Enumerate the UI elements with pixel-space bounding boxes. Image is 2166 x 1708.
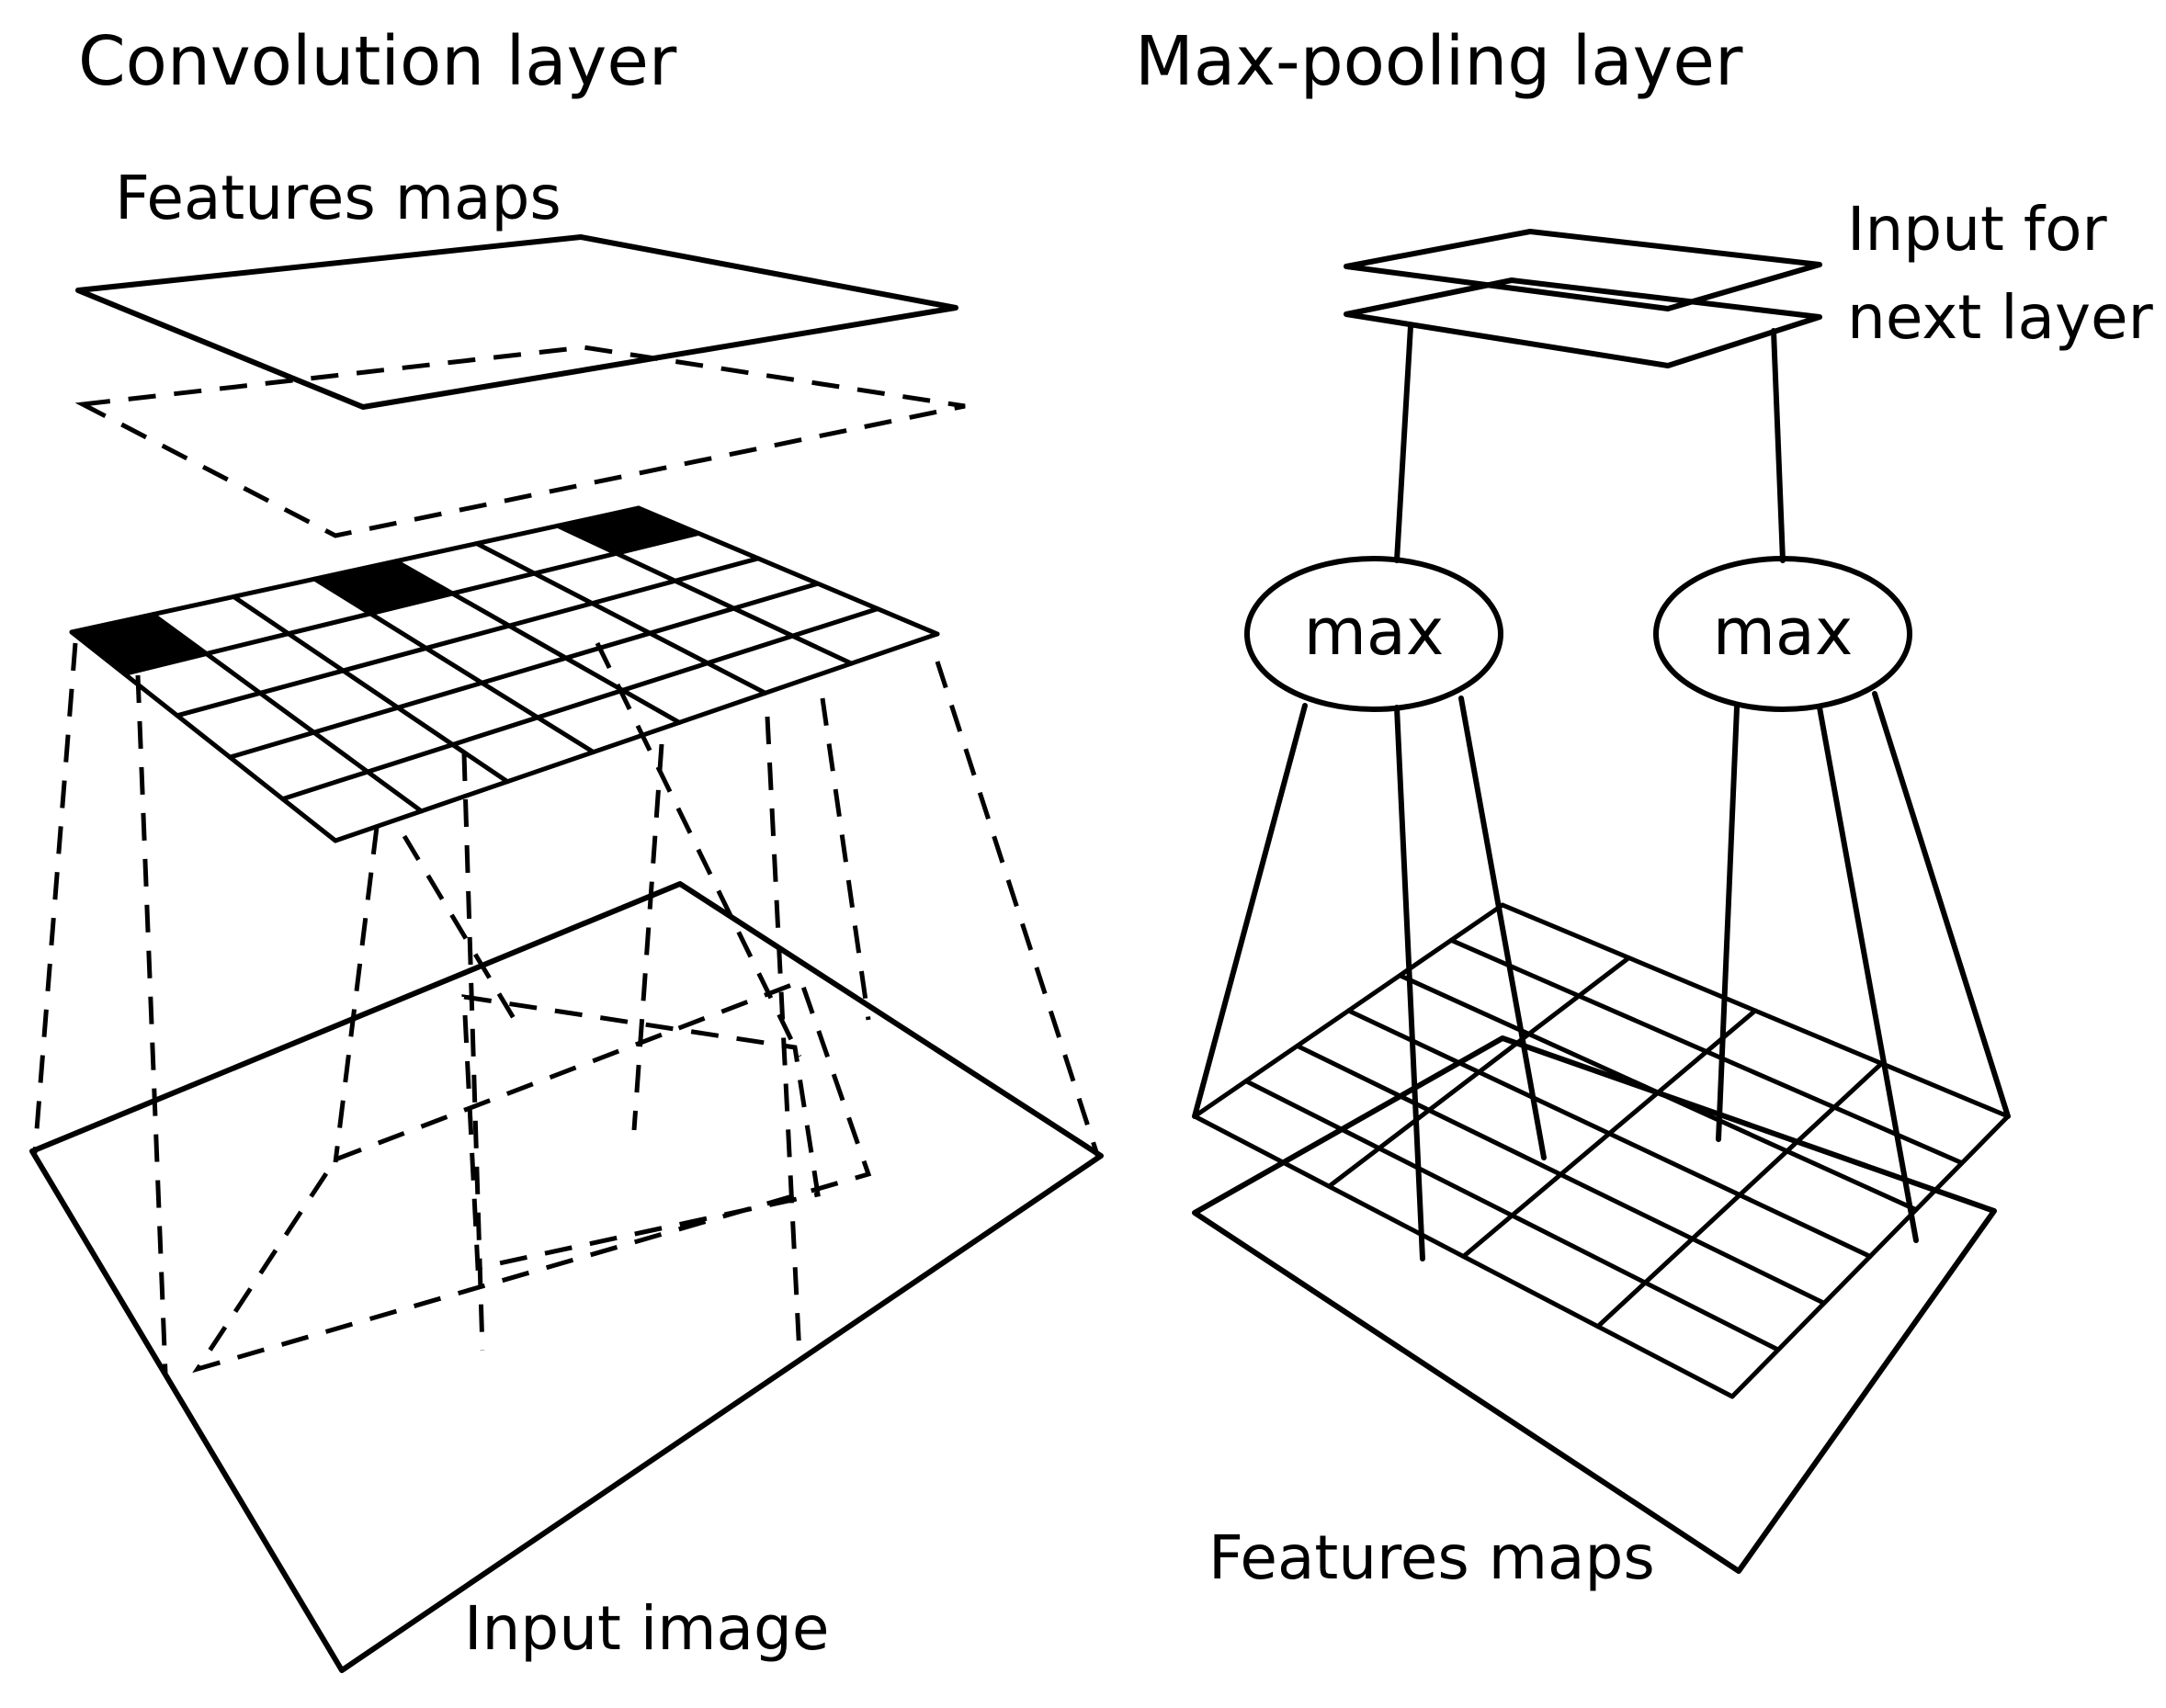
- pooling-connector: [1192, 703, 1308, 1119]
- feature-map-plane-dashed: [74, 345, 966, 538]
- input-image-label: Input image: [464, 1593, 829, 1664]
- convolution-title: Convolution layer: [78, 22, 677, 101]
- projection-line: [631, 743, 664, 1131]
- max-output-connector-left: [1394, 323, 1413, 563]
- grid-line: [636, 505, 940, 637]
- projection-line: [935, 661, 1101, 1159]
- grid-line: [474, 541, 768, 696]
- grid-line: [333, 631, 940, 843]
- feature-grid-filled-cell: [557, 508, 698, 554]
- feature-grid-lines: [69, 505, 940, 843]
- projection-line: [765, 716, 802, 1356]
- next-layer-label-line2: next layer: [1847, 282, 2154, 353]
- grid-line: [1729, 1114, 2011, 1399]
- max-node-right-label: max: [1713, 594, 1854, 670]
- maxpool-title: Max-pooling layer: [1135, 22, 1743, 101]
- projection-line: [461, 752, 485, 1352]
- pooling-connector: [1716, 705, 1740, 1142]
- next-layer-plane-top: [1344, 229, 1822, 311]
- grid-line: [69, 629, 338, 843]
- grid-line: [231, 594, 510, 785]
- input-image-plane: [29, 881, 1104, 1673]
- next-layer-plane-bottom: [1344, 277, 1822, 368]
- pooling-connections: [1192, 691, 2011, 1261]
- feature-grid-filled-cell: [314, 560, 453, 614]
- pooling-connector: [1872, 691, 2011, 1119]
- feature-grid: [69, 505, 940, 843]
- maxpool-panel: Max-pooling layer Input for next layer F…: [1135, 22, 2154, 1593]
- feature-map-plane: [75, 234, 958, 410]
- max-node-left: max: [1244, 556, 1503, 712]
- convolution-features-maps-label: Features maps: [115, 163, 561, 233]
- grid-line: [280, 606, 880, 802]
- pooling-connector: [1817, 705, 1919, 1243]
- grid-line: [1326, 956, 1631, 1189]
- grid-line: [312, 576, 596, 755]
- projection-line: [333, 826, 380, 1163]
- grid-line: [175, 556, 761, 718]
- projection-line: [135, 674, 168, 1374]
- grid-line: [393, 559, 682, 725]
- grid-line: [227, 581, 821, 760]
- projection-lines: [32, 641, 1101, 1374]
- projection-line: [820, 697, 871, 1021]
- projection-line: [32, 642, 78, 1154]
- feature-grid-filled-cell: [72, 614, 207, 674]
- receptive-field-inner: [461, 994, 821, 1272]
- projection-line: [402, 834, 517, 1022]
- grid-line: [1461, 1008, 1758, 1259]
- pooling-connector: [1394, 705, 1425, 1261]
- grid-line: [555, 523, 854, 666]
- max-output-connector-right: [1771, 328, 1786, 563]
- grid-line: [69, 505, 641, 635]
- pooling-connector: [1458, 696, 1547, 1160]
- pooling-grid: [1192, 902, 2011, 1399]
- maxpool-features-maps-label: Features maps: [1208, 1522, 1655, 1593]
- grid-line: [150, 612, 425, 814]
- grid-line: [121, 530, 701, 676]
- max-node-left-label: max: [1304, 594, 1445, 670]
- max-node-right: max: [1653, 556, 1912, 712]
- pooling-grid-lines: [1192, 902, 2011, 1399]
- convolution-panel: Convolution layer Features maps Input im…: [29, 22, 1104, 1673]
- next-layer-label-line1: Input for: [1847, 194, 2107, 265]
- receptive-field-region: [192, 978, 872, 1374]
- grid-line: [1595, 1061, 1884, 1329]
- grid-line: [1192, 902, 1505, 1119]
- max-node-left-shape: [1244, 556, 1503, 712]
- projection-line: [595, 641, 802, 1058]
